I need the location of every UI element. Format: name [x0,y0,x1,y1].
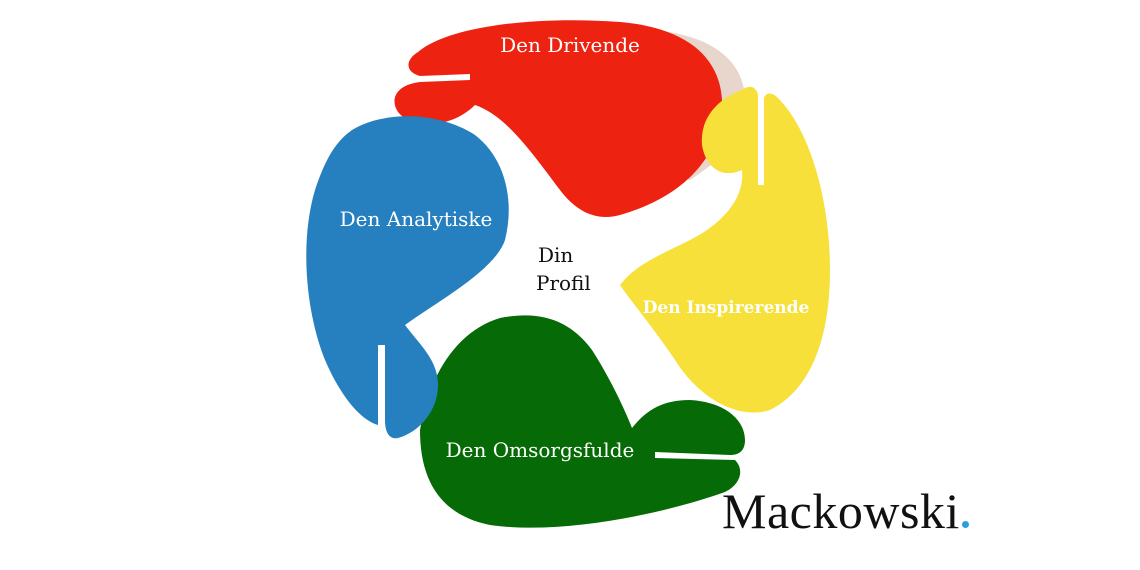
brand-name-text: Mackowski [722,483,960,539]
petal-label-analytiske: Den Analytiske [340,207,493,231]
petal-label-drivende: Den Drivende [500,33,640,57]
petal-inspirerende [620,86,830,413]
petal-label-omsorgsfulde: Den Omsorgsfulde [446,438,635,462]
petal-omsorgsfulde [420,315,745,528]
brand-logo: Mackowski [722,482,969,540]
petal-analytiske [306,116,509,439]
petal-drivende [394,20,723,218]
center-label-line1: Din [538,243,573,267]
center-label-line2: Profil [536,271,591,295]
brand-dot-icon [961,521,969,528]
petal-label-inspirerende: Den Inspirerende [643,298,810,318]
